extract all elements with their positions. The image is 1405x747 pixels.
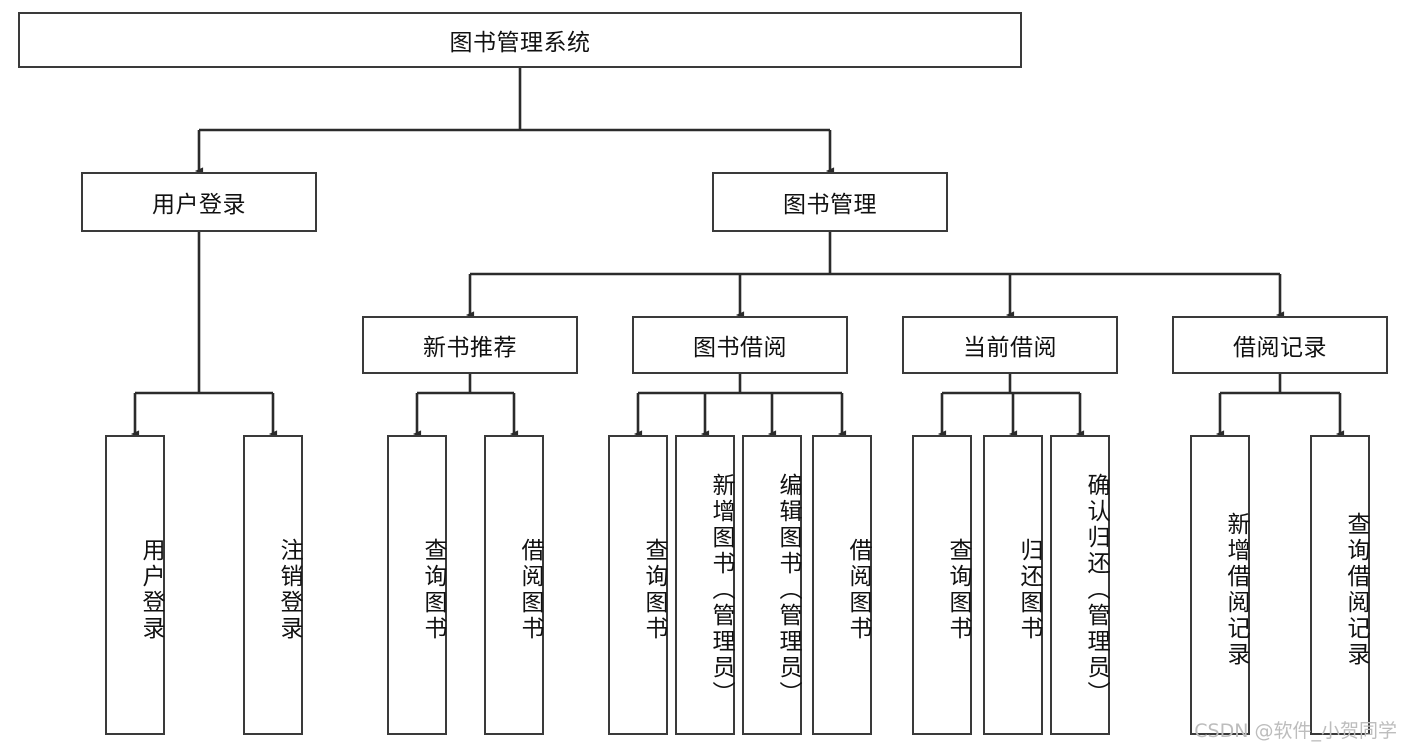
- node-label: 新增借阅记录: [1223, 512, 1249, 668]
- node-label: 图书管理系统: [449, 30, 591, 56]
- node-newbook[interactable]: 新书推荐: [362, 316, 578, 374]
- node-label: 新增图书（管理员）: [708, 473, 734, 707]
- node-label: 编辑图书（管理员）: [775, 473, 801, 707]
- node-root[interactable]: 图书管理系统: [18, 12, 1022, 68]
- node-borrow[interactable]: 图书借阅: [632, 316, 848, 374]
- node-leaf-user-login[interactable]: 用户登录: [105, 435, 165, 735]
- node-label: 注销登录: [276, 538, 302, 642]
- node-label: 借阅图书: [845, 538, 871, 642]
- node-leaf-borrow-lend[interactable]: 借阅图书: [812, 435, 872, 735]
- watermark-label: CSDN @软件_小贺同学: [1194, 720, 1397, 742]
- node-leaf-record-add[interactable]: 新增借阅记录: [1190, 435, 1250, 735]
- node-leaf-record-query[interactable]: 查询借阅记录: [1310, 435, 1370, 735]
- node-leaf-newbook-query[interactable]: 查询图书: [387, 435, 447, 735]
- node-leaf-newbook-borrow[interactable]: 借阅图书: [484, 435, 544, 735]
- node-label: 用户登录: [152, 192, 246, 218]
- node-record[interactable]: 借阅记录: [1172, 316, 1388, 374]
- node-label: 查询借阅记录: [1343, 512, 1369, 668]
- node-label: 查询图书: [420, 538, 446, 642]
- node-label: 借阅图书: [517, 538, 543, 642]
- node-leaf-borrow-edit[interactable]: 编辑图书（管理员）: [742, 435, 802, 735]
- node-leaf-current-query[interactable]: 查询图书: [912, 435, 972, 735]
- node-label: 图书管理: [783, 192, 877, 218]
- node-login[interactable]: 用户登录: [81, 172, 317, 232]
- node-leaf-current-confirm[interactable]: 确认归还（管理员）: [1050, 435, 1110, 735]
- node-label: 查询图书: [641, 538, 667, 642]
- node-leaf-borrow-add[interactable]: 新增图书（管理员）: [675, 435, 735, 735]
- node-label: 借阅记录: [1233, 335, 1327, 361]
- node-bookmgmt[interactable]: 图书管理: [712, 172, 948, 232]
- node-leaf-user-logout[interactable]: 注销登录: [243, 435, 303, 735]
- node-label: 归还图书: [1016, 538, 1042, 642]
- node-label: 新书推荐: [423, 335, 517, 361]
- node-label: 确认归还（管理员）: [1083, 473, 1109, 707]
- node-leaf-current-return[interactable]: 归还图书: [983, 435, 1043, 735]
- node-current[interactable]: 当前借阅: [902, 316, 1118, 374]
- node-label: 当前借阅: [963, 335, 1057, 361]
- node-label: 用户登录: [138, 538, 164, 642]
- node-leaf-borrow-query[interactable]: 查询图书: [608, 435, 668, 735]
- node-label: 图书借阅: [693, 335, 787, 361]
- node-label: 查询图书: [945, 538, 971, 642]
